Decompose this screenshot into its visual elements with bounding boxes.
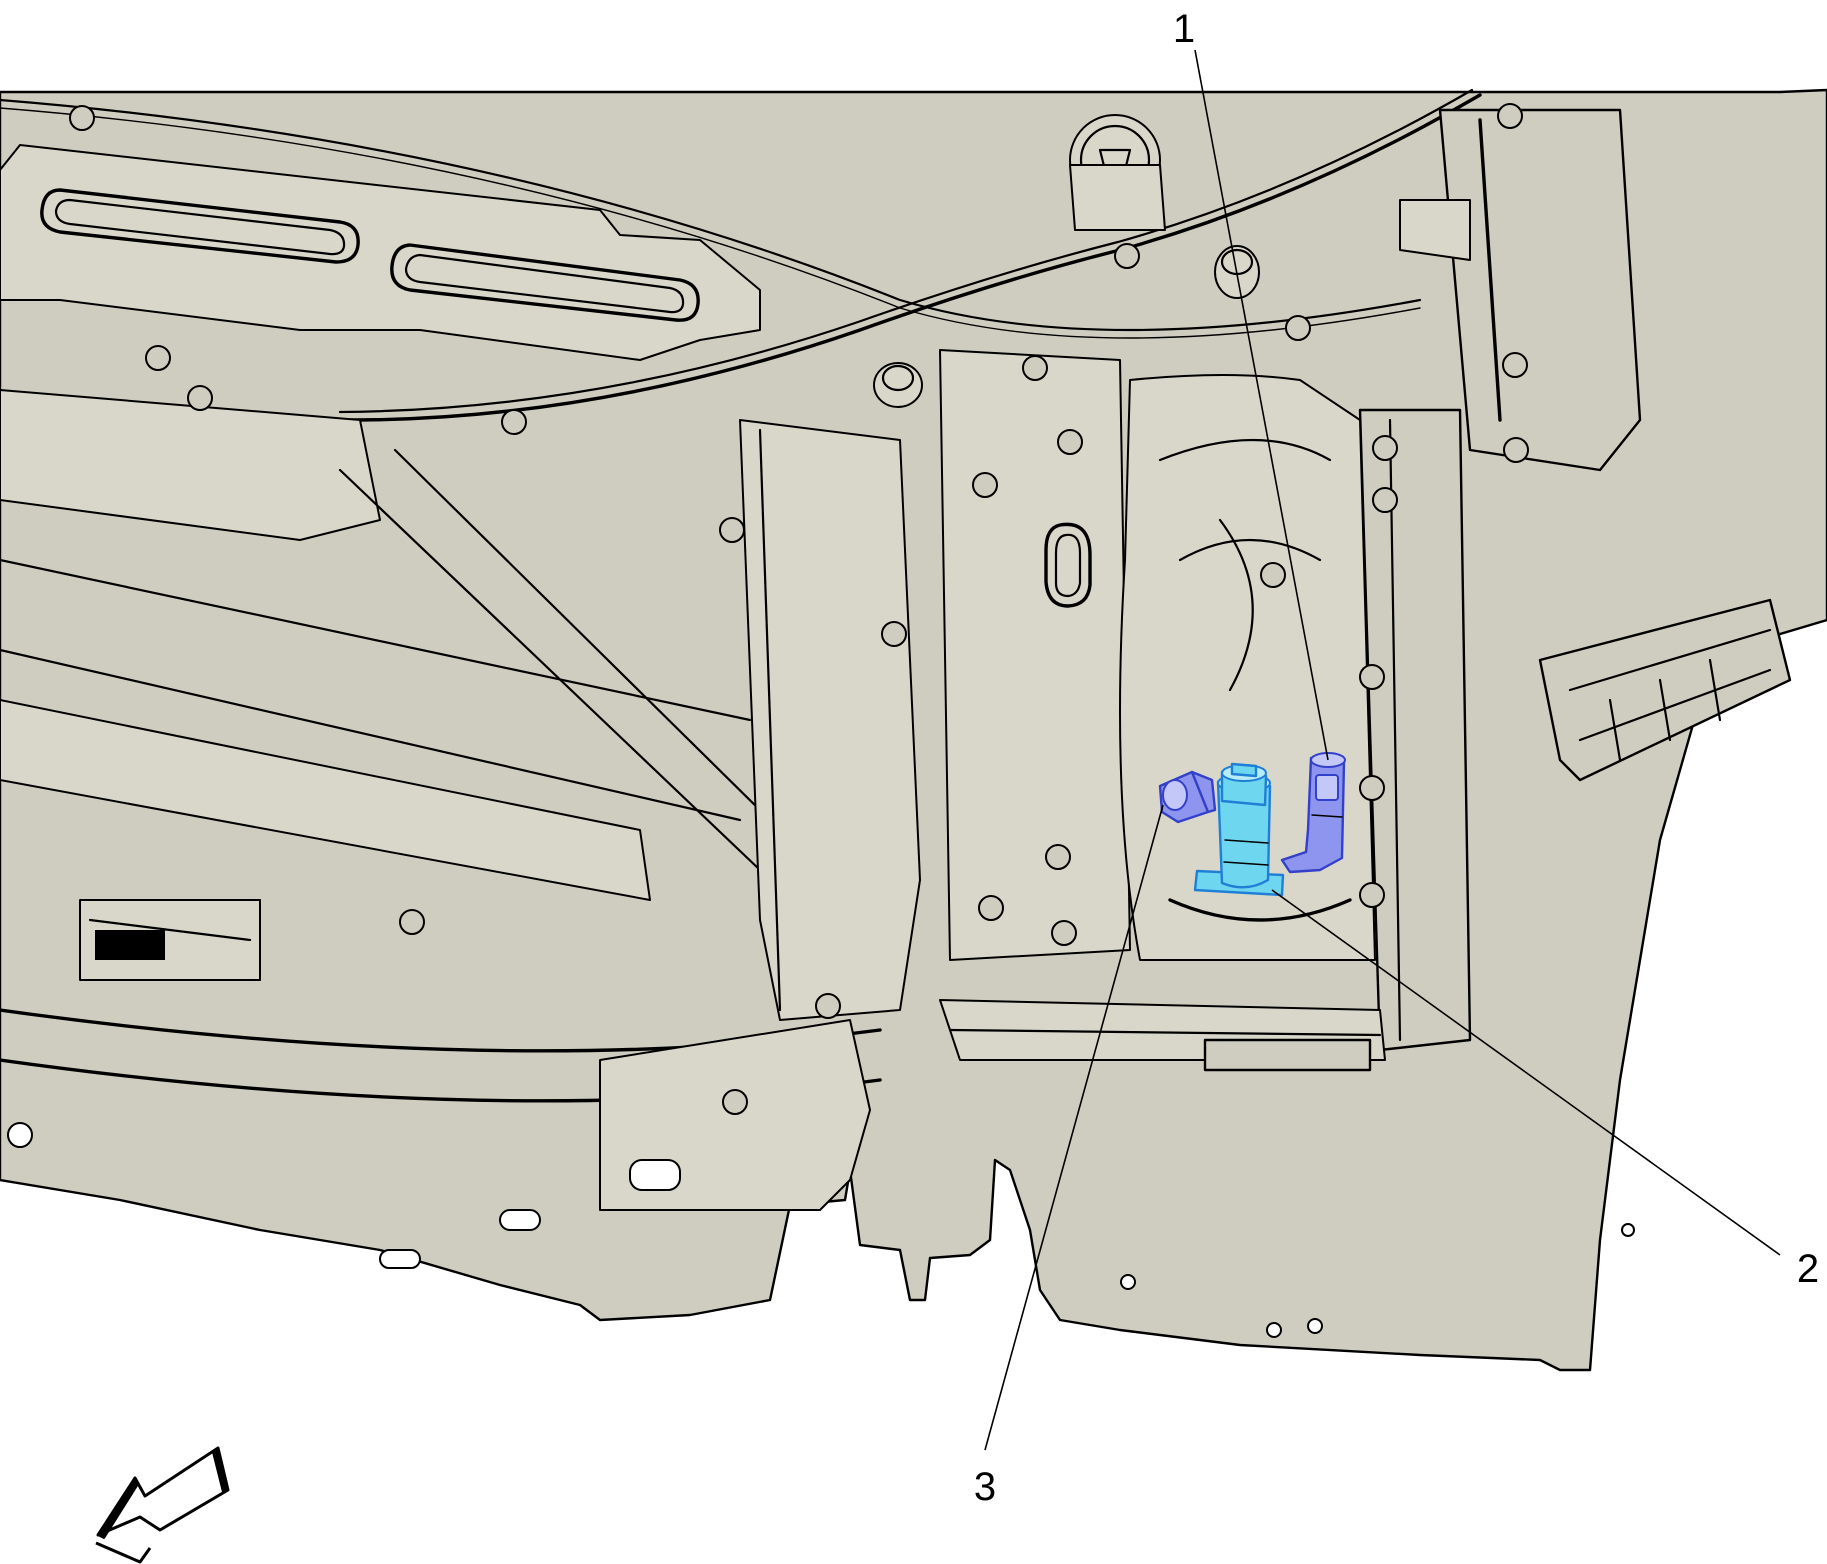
leader-line-2 [1271,889,1781,1256]
callout-leaders [984,49,1781,1451]
fasteners [69,103,1635,1338]
radiator-support [739,108,1792,1072]
view-direction-arrow-icon [95,1446,230,1564]
callout-3-label: 3 [974,1465,996,1509]
leader-line-1 [1194,49,1329,761]
leader-line-3 [984,804,1164,1451]
washer-pump-connector-lower [1158,770,1217,824]
washer-pump-connector-upper [1280,752,1346,874]
callout-1-label: 1 [1173,7,1195,51]
washer-pump-motor [1193,762,1285,897]
upper-structure [0,88,1482,422]
callout-2-label: 2 [1797,1247,1819,1291]
lower-left-structure [0,389,882,1269]
